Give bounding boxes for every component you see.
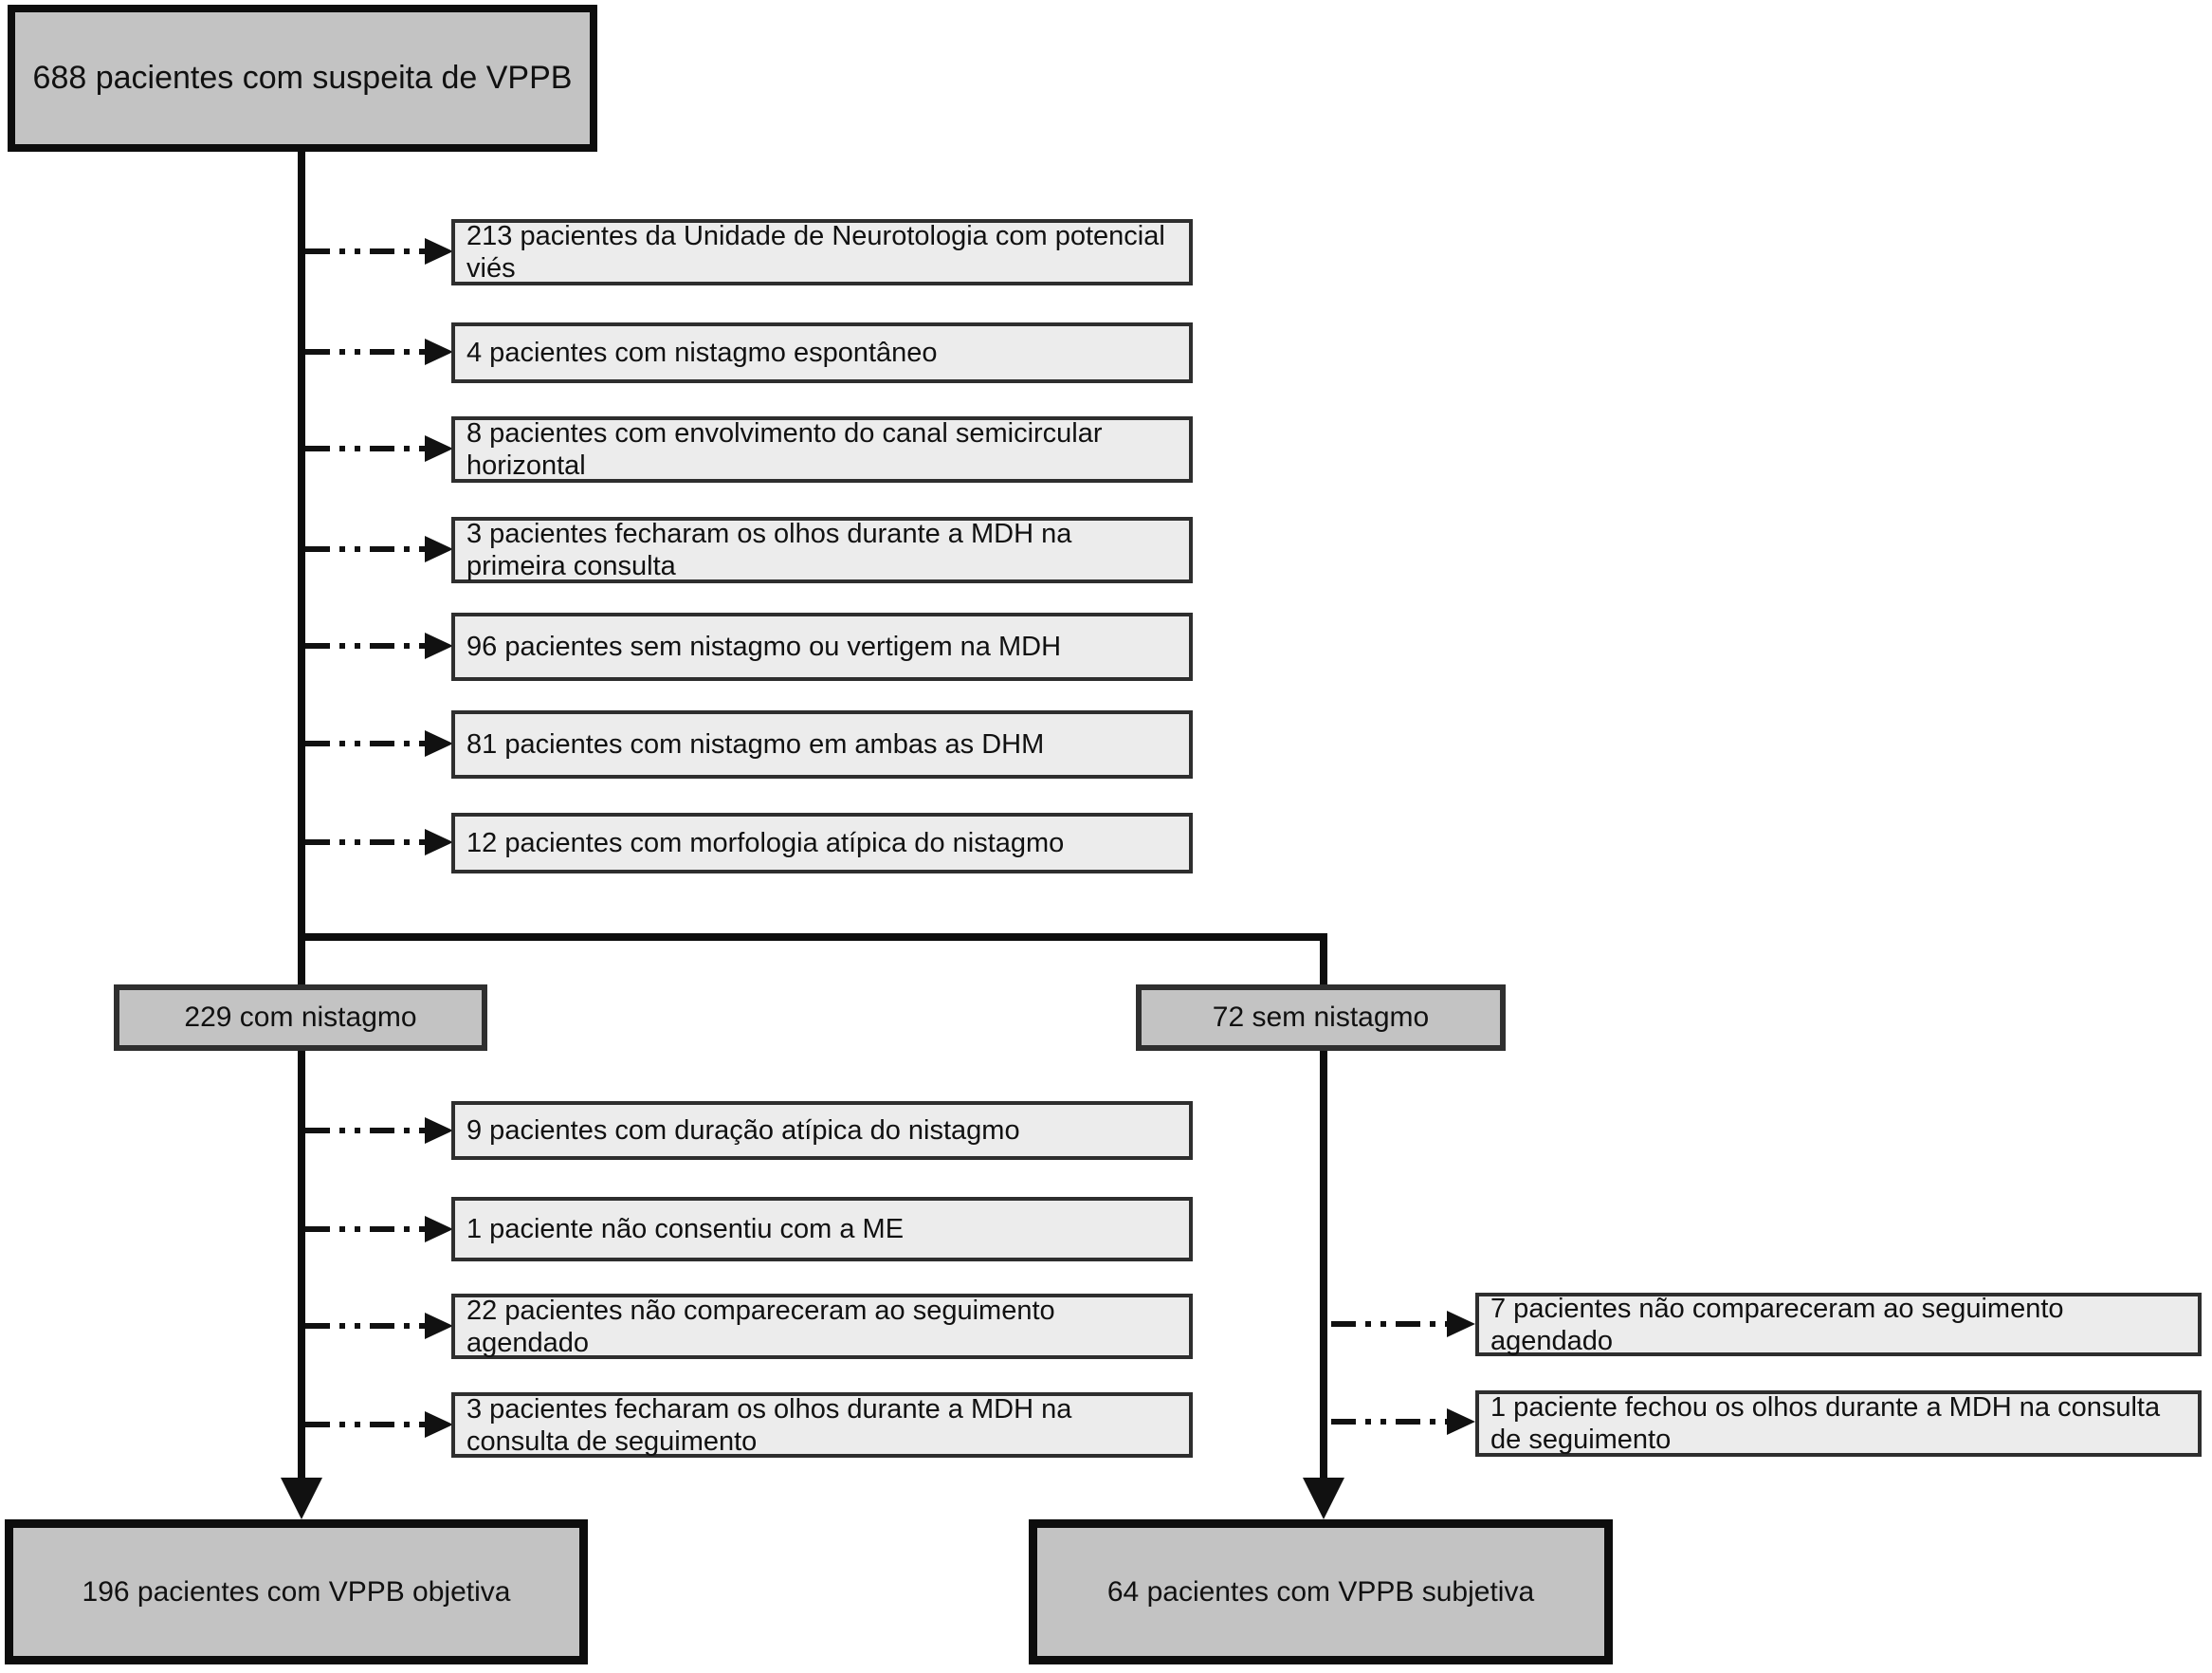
branch-node-without-nystagmus: 72 sem nistagmo: [1136, 984, 1506, 1051]
arrowhead-right-icon: [425, 633, 453, 659]
exclusion-node: 81 pacientes com nistagmo em ambas as DH…: [451, 710, 1193, 779]
exclusion-node: 3 pacientes fecharam os olhos durante a …: [451, 517, 1193, 583]
exclusion-node: 12 pacientes com morfologia atípica do n…: [451, 813, 1193, 873]
exclusion-node-label: 3 pacientes fecharam os olhos durante a …: [466, 1393, 1072, 1457]
exclusion-node: 22 pacientes não compareceram ao seguime…: [451, 1294, 1193, 1359]
dashed-arrow: [305, 741, 425, 746]
arrowhead-right-icon: [1447, 1311, 1475, 1337]
flow-line-split-horizontal: [298, 933, 1327, 941]
outcome-node-label: 64 pacientes com VPPB subjetiva: [1106, 1575, 1535, 1608]
branch-node-label: 229 com nistagmo: [184, 1002, 417, 1033]
dashed-arrow: [1331, 1321, 1447, 1327]
exclusion-node: 1 paciente não consentiu com a ME: [451, 1197, 1193, 1261]
arrowhead-down-right-icon: [1303, 1478, 1344, 1519]
branch-node-label: 72 sem nistagmo: [1212, 1002, 1430, 1033]
arrowhead-right-icon: [425, 339, 453, 365]
arrowhead-right-icon: [425, 435, 453, 462]
exclusion-node: 1 paciente fechou os olhos durante a MDH…: [1475, 1390, 2202, 1457]
exclusion-node-label: 22 pacientes não compareceram ao seguime…: [466, 1295, 1055, 1358]
start-node: 688 pacientes com suspeita de VPPB: [8, 5, 597, 152]
dashed-arrow: [305, 349, 425, 355]
outcome-node-subjective: 64 pacientes com VPPB subjetiva: [1029, 1519, 1613, 1664]
exclusion-node: 8 pacientes com envolvimento do canal se…: [451, 416, 1193, 483]
exclusion-node-label: 9 pacientes com duração atípica do nista…: [466, 1115, 1020, 1146]
arrowhead-right-icon: [425, 1117, 453, 1144]
exclusion-node-label: 4 pacientes com nistagmo espontâneo: [466, 338, 938, 368]
exclusion-node-label: 8 pacientes com envolvimento do canal se…: [466, 418, 1103, 481]
exclusion-node-label: 213 pacientes da Unidade de Neurotologia…: [466, 221, 1165, 284]
dashed-arrow: [305, 1323, 425, 1329]
dashed-arrow: [305, 546, 425, 552]
dashed-arrow: [305, 839, 425, 845]
dashed-arrow: [305, 643, 425, 649]
arrowhead-right-icon: [425, 1216, 453, 1242]
outcome-node-label: 196 pacientes com VPPB objetiva: [82, 1575, 511, 1608]
exclusion-node-label: 3 pacientes fecharam os olhos durante a …: [466, 519, 1072, 581]
branch-node-with-nystagmus: 229 com nistagmo: [114, 984, 487, 1051]
flow-line-left-vertical: [298, 150, 305, 1480]
arrowhead-right-icon: [1447, 1408, 1475, 1435]
exclusion-node-label: 12 pacientes com morfologia atípica do n…: [466, 828, 1065, 858]
exclusion-node: 4 pacientes com nistagmo espontâneo: [451, 322, 1193, 383]
arrowhead-right-icon: [425, 536, 453, 562]
arrowhead-right-icon: [425, 829, 453, 855]
dashed-arrow: [305, 1128, 425, 1133]
exclusion-node: 3 pacientes fecharam os olhos durante a …: [451, 1392, 1193, 1458]
exclusion-node: 96 pacientes sem nistagmo ou vertigem na…: [451, 613, 1193, 681]
exclusion-node-label: 81 pacientes com nistagmo em ambas as DH…: [466, 729, 1045, 760]
arrowhead-right-icon: [425, 1313, 453, 1339]
dashed-arrow: [1331, 1419, 1447, 1425]
arrowhead-down-left-icon: [281, 1478, 322, 1519]
dashed-arrow: [305, 1226, 425, 1232]
exclusion-node-label: 1 paciente não consentiu com a ME: [466, 1214, 905, 1244]
outcome-node-objective: 196 pacientes com VPPB objetiva: [5, 1519, 588, 1664]
dashed-arrow: [305, 1422, 425, 1427]
start-node-label: 688 pacientes com suspeita de VPPB: [32, 60, 573, 96]
arrowhead-right-icon: [425, 238, 453, 265]
dashed-arrow: [305, 446, 425, 451]
exclusion-node: 9 pacientes com duração atípica do nista…: [451, 1101, 1193, 1160]
arrowhead-right-icon: [425, 730, 453, 757]
exclusion-node-label: 7 pacientes não compareceram ao seguimen…: [1490, 1293, 2064, 1356]
flow-line-right-vertical: [1320, 933, 1327, 1480]
dashed-arrow: [305, 248, 425, 254]
exclusion-node: 7 pacientes não compareceram ao seguimen…: [1475, 1293, 2202, 1356]
arrowhead-right-icon: [425, 1411, 453, 1438]
exclusion-node: 213 pacientes da Unidade de Neurotologia…: [451, 219, 1193, 285]
exclusion-node-label: 1 paciente fechou os olhos durante a MDH…: [1490, 1392, 2161, 1455]
exclusion-node-label: 96 pacientes sem nistagmo ou vertigem na…: [466, 632, 1062, 662]
